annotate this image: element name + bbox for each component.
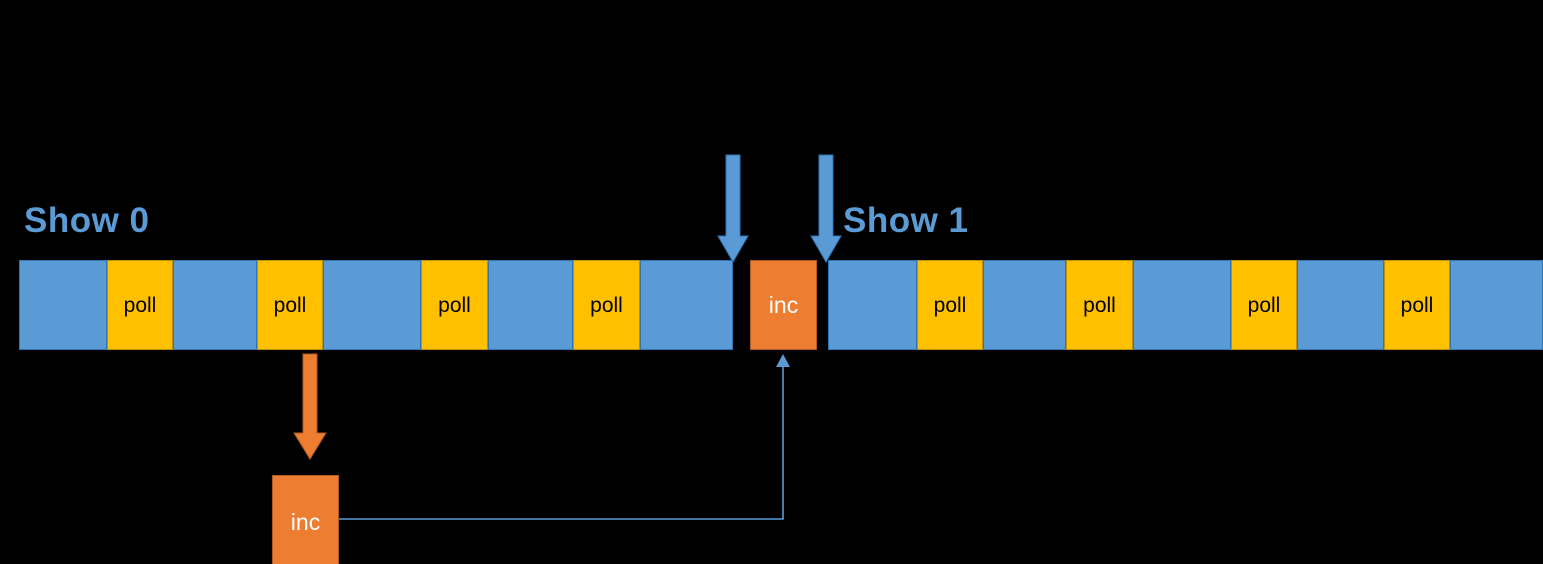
inline-inc-block[interactable]: inc xyxy=(750,260,817,350)
show0-idle-segment-2 xyxy=(173,260,257,350)
show0-poll-block-1[interactable]: poll xyxy=(107,260,173,350)
detached-inc-block[interactable]: inc xyxy=(272,475,339,564)
poll-label: poll xyxy=(590,293,623,317)
inline-inc-label: inc xyxy=(768,291,799,318)
poll-label: poll xyxy=(1400,293,1434,317)
show1-poll-block-1[interactable]: poll xyxy=(917,260,983,350)
dispatch-arrow xyxy=(293,353,327,460)
callback-arrowhead-icon xyxy=(776,354,790,367)
show0-idle-segment-4 xyxy=(323,260,421,350)
poll-label: poll xyxy=(1247,293,1281,317)
show0-poll-block-5[interactable]: poll xyxy=(421,260,488,350)
show0-idle-segment-0 xyxy=(19,260,107,350)
poll-label: poll xyxy=(273,293,307,317)
show1-idle-segment-8 xyxy=(1450,260,1543,350)
poll-label: poll xyxy=(123,293,157,317)
show1-poll-block-7[interactable]: poll xyxy=(1384,260,1450,350)
show1-idle-segment-2 xyxy=(983,260,1066,350)
detached-inc-label: inc xyxy=(290,509,321,535)
poll-label: poll xyxy=(1083,293,1116,317)
show-0-label: Show 0 xyxy=(24,201,150,240)
show1-idle-segment-0 xyxy=(828,260,917,350)
show0-idle-segment-6 xyxy=(488,260,573,350)
show1-poll-block-3[interactable]: poll xyxy=(1066,260,1133,350)
vsync-arrow-2 xyxy=(810,154,842,264)
show0-poll-block-7[interactable]: poll xyxy=(573,260,640,350)
vsync-arrow-1 xyxy=(717,154,749,264)
show0-idle-segment-8 xyxy=(640,260,733,350)
show0-poll-block-3[interactable]: poll xyxy=(257,260,323,350)
poll-label: poll xyxy=(438,293,471,317)
show1-idle-segment-4 xyxy=(1133,260,1231,350)
show1-idle-segment-6 xyxy=(1297,260,1384,350)
show1-poll-block-5[interactable]: poll xyxy=(1231,260,1297,350)
poll-label: poll xyxy=(933,293,967,317)
show-1-label: Show 1 xyxy=(843,201,969,240)
callback-connector xyxy=(339,364,784,520)
